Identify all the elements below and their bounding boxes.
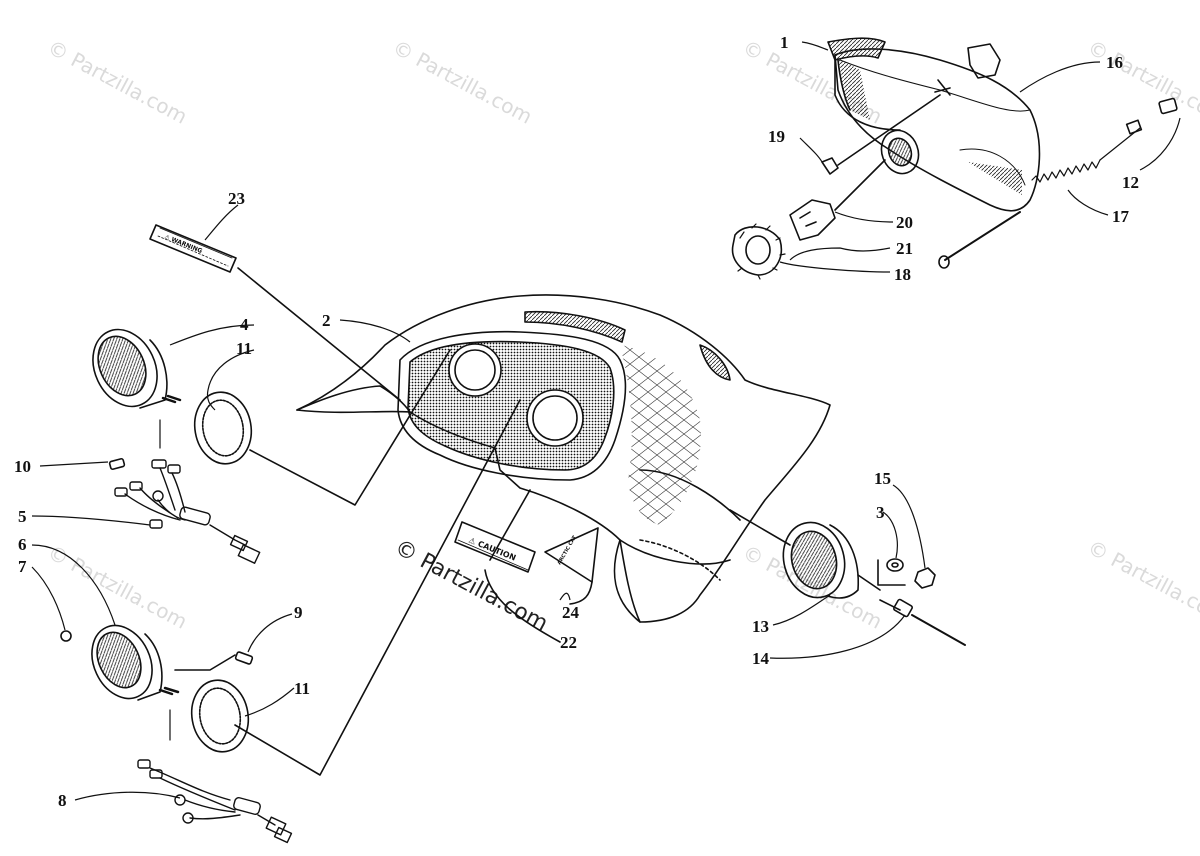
arctic-cat-decal — [544, 527, 599, 605]
adjusting-screw — [938, 211, 1021, 269]
leader-line — [489, 489, 531, 561]
headlight-housing — [834, 48, 1041, 212]
headlight-bulb — [789, 159, 886, 241]
gauge-ring — [190, 679, 250, 753]
callout-20: 20 — [896, 213, 913, 232]
wiring-harness — [137, 759, 293, 844]
callout-5: 5 — [18, 507, 27, 526]
callout-23: 23 — [228, 189, 245, 208]
retainer-nut — [731, 223, 786, 280]
callout-15: 15 — [874, 469, 891, 488]
clip — [821, 157, 839, 175]
callout-9: 9 — [294, 603, 303, 622]
tachometer-gauge — [60, 624, 180, 701]
console-hood — [296, 294, 831, 623]
lens-cover — [827, 37, 886, 61]
temp-sensor — [879, 598, 966, 646]
arctic-cat-decal-text: ARCTIC CAT — [557, 534, 579, 566]
callout-14: 14 — [752, 649, 769, 668]
gauge-ring — [193, 391, 253, 465]
speedometer-gauge — [92, 328, 182, 409]
washer — [886, 558, 904, 572]
callout-16: 16 — [1106, 53, 1123, 72]
retaining-clip — [1125, 97, 1178, 135]
nut — [877, 559, 936, 589]
callout-10: 10 — [14, 457, 31, 476]
callout-24: 24 — [562, 603, 579, 622]
leader-line — [237, 267, 401, 401]
callout-leaders — [31, 41, 1181, 801]
leader-line — [729, 509, 791, 546]
callout-13: 13 — [752, 617, 769, 636]
callout-7: 7 — [18, 557, 27, 576]
leader-line — [249, 349, 451, 506]
callout-18: 18 — [894, 265, 911, 284]
callout-3: 3 — [876, 503, 885, 522]
caution-decal — [454, 521, 536, 573]
callout-4: 4 — [240, 315, 249, 334]
wiring-harness — [114, 459, 261, 564]
callout-2: 2 — [322, 311, 331, 330]
callout-6: 6 — [18, 535, 27, 554]
adjuster-knob — [967, 43, 1001, 79]
callout-11-lower: 11 — [294, 679, 311, 698]
callout-22: 22 — [560, 633, 577, 652]
callout-11-upper: 11 — [236, 339, 253, 358]
warning-decal — [149, 224, 237, 273]
bulb — [108, 457, 126, 471]
callout-8: 8 — [58, 791, 67, 810]
callout-17: 17 — [1112, 207, 1129, 226]
bulb-socket — [174, 651, 254, 671]
callout-19: 19 — [768, 127, 785, 146]
caution-decal-text: ⚠ CAUTION — [467, 536, 517, 563]
temp-gauge-housing — [782, 521, 881, 599]
callout-1: 1 — [780, 33, 789, 52]
callout-21: 21 — [896, 239, 913, 258]
callout-12: 12 — [1122, 173, 1139, 192]
leader-line — [234, 399, 521, 776]
washer-hole — [891, 562, 899, 568]
